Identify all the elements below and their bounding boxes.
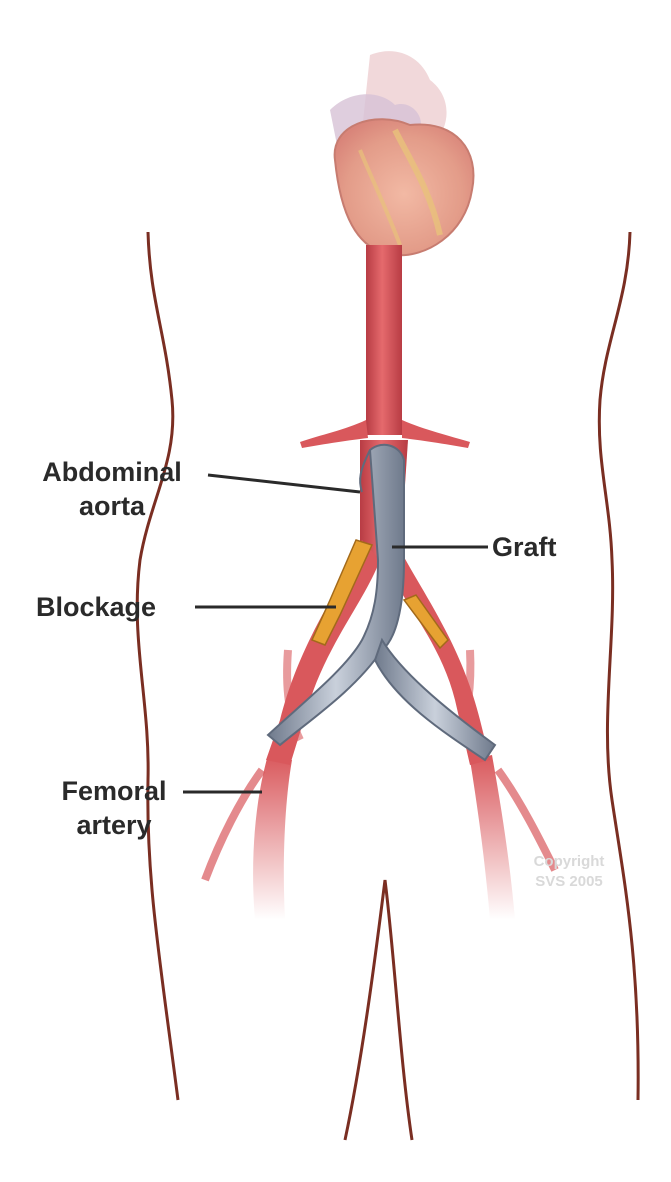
left-body-contour bbox=[137, 232, 178, 1100]
label-graft: Graft bbox=[492, 530, 557, 564]
watermark-line2: SVS 2005 bbox=[514, 872, 624, 892]
label-femoral-artery-line2: artery bbox=[44, 808, 184, 842]
label-femoral-artery-line1: Femoral bbox=[44, 774, 184, 808]
label-abdominal-aorta-line1: Abdominal bbox=[22, 455, 202, 489]
label-abdominal-aorta-line2: aorta bbox=[22, 489, 202, 523]
label-femoral-artery: Femoral artery bbox=[44, 774, 184, 842]
heart bbox=[330, 51, 473, 255]
leader-abdominal-aorta bbox=[208, 475, 360, 492]
label-abdominal-aorta: Abdominal aorta bbox=[22, 455, 202, 523]
watermark-line1: Copyright bbox=[514, 852, 624, 872]
right-body-contour bbox=[599, 232, 638, 1100]
copyright-watermark: Copyright SVS 2005 bbox=[514, 852, 624, 892]
inner-leg-contour bbox=[345, 880, 412, 1140]
label-blockage: Blockage bbox=[36, 590, 156, 624]
